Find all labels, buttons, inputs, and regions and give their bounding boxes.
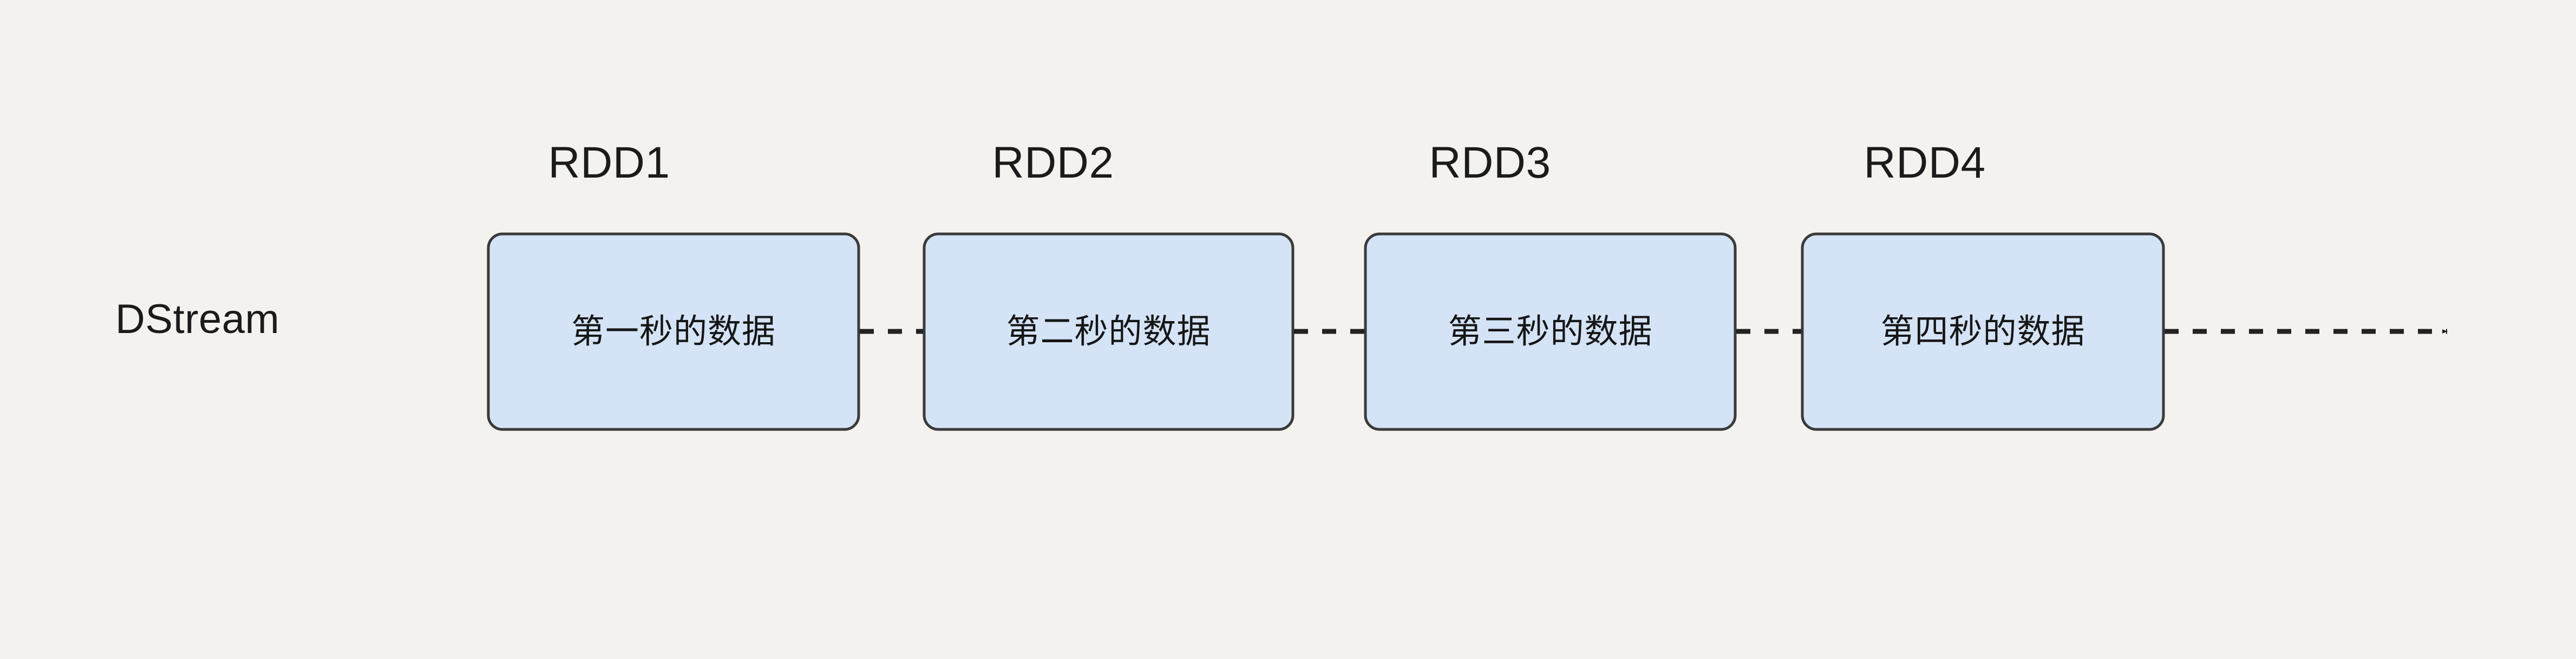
rdd-box-shape-3[interactable] xyxy=(1364,232,1737,431)
rdd-box-shape-4[interactable] xyxy=(1801,232,2165,431)
rdd-box-text-1: 第一秒的数据 xyxy=(571,313,776,350)
rdd-box-text-4: 第四秒的数据 xyxy=(1880,313,2085,350)
rdd-box-text-2: 第二秒的数据 xyxy=(1006,313,1211,350)
dstream-label: DStream xyxy=(115,296,280,342)
rdd-title-4: RDD4 xyxy=(1864,138,1986,187)
rdd-box-shape-1[interactable] xyxy=(487,232,860,431)
rdd-box-shape-2[interactable] xyxy=(923,232,1294,431)
rdd-title-3: RDD3 xyxy=(1429,138,1551,187)
rdd-box-text-3: 第三秒的数据 xyxy=(1448,313,1653,350)
rdd-title-1: RDD1 xyxy=(548,138,670,187)
rdd-title-2: RDD2 xyxy=(992,138,1114,187)
rdd-box-shapes xyxy=(487,232,2165,431)
